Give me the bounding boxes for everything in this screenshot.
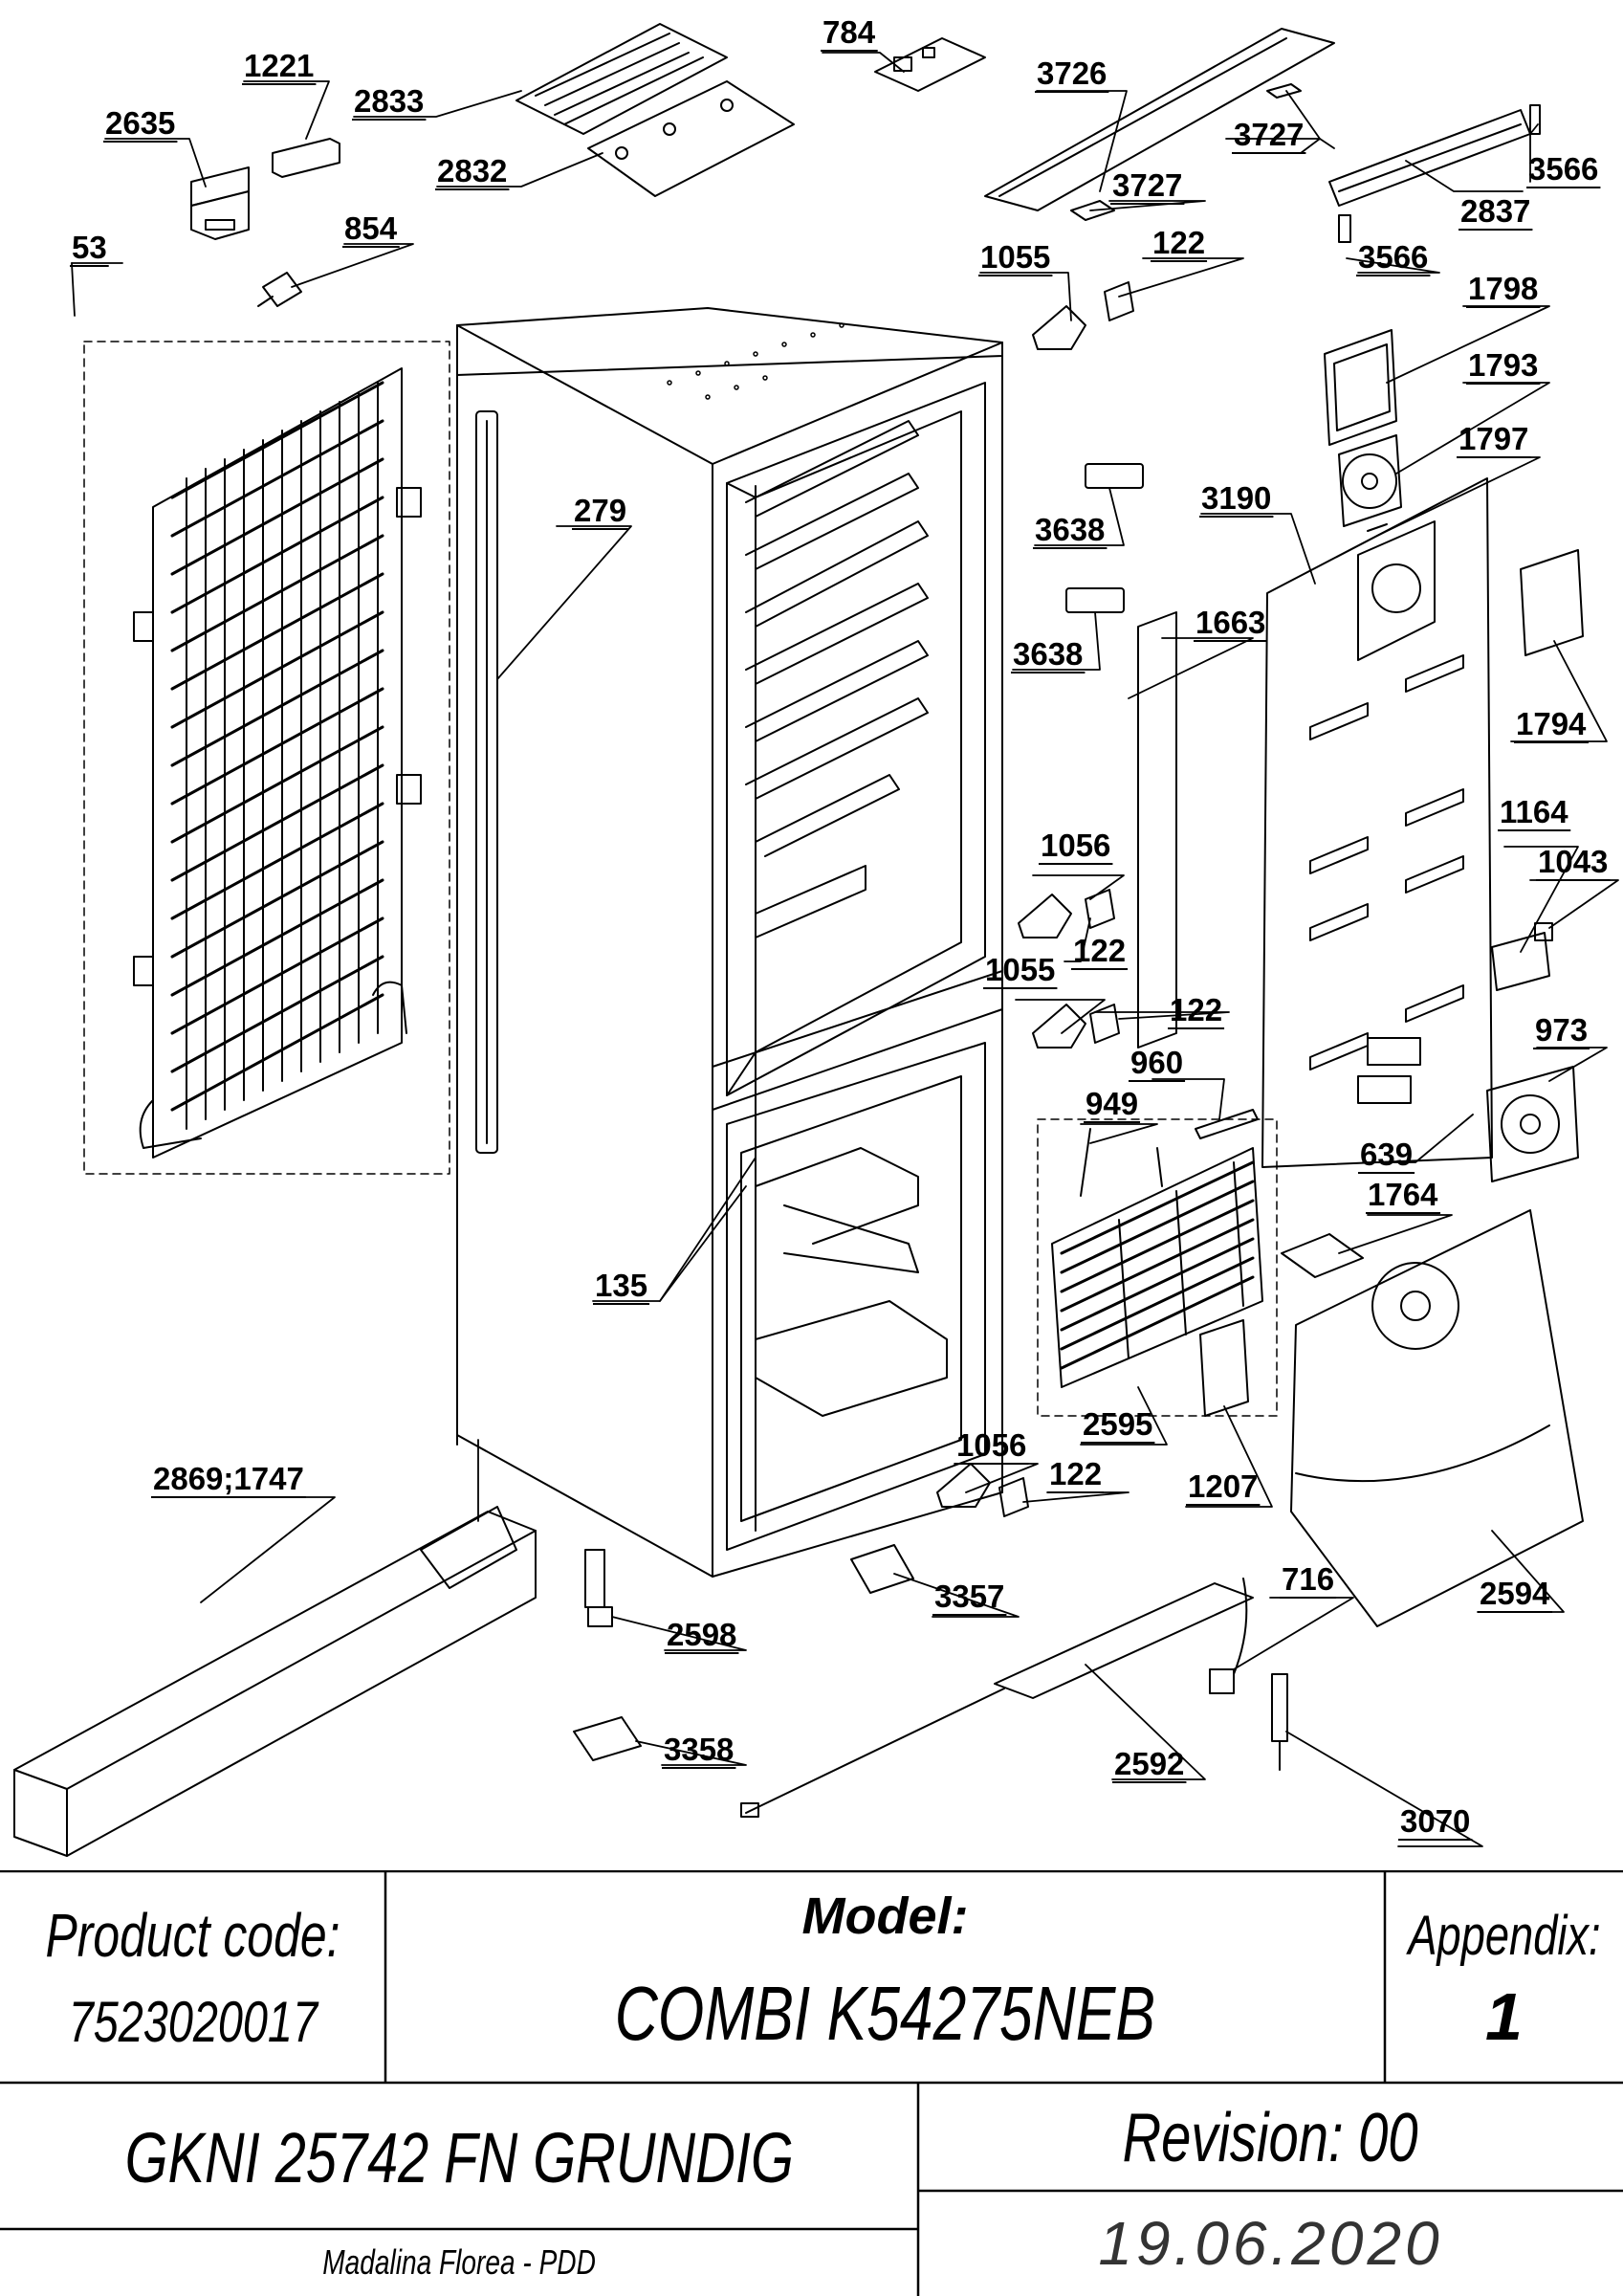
part-label-1055-lower: 1055 [985,952,1055,987]
cover-1794 [1520,549,1584,656]
condenser-53 [83,341,450,1175]
wire-716 [1209,1578,1248,1694]
part-label-1056-upper: 1056 [1041,828,1110,863]
revision-date: 19.06.2020 [1098,2209,1443,2278]
heater-1207 [1199,1319,1249,1417]
sensor-1797 [1367,523,1388,532]
part-label-3638-upper: 3638 [1035,512,1105,547]
part-label-1798: 1798 [1468,271,1538,306]
fan-1793 [1338,434,1402,527]
part-label-3358: 3358 [664,1732,734,1767]
part-label-2594: 2594 [1480,1576,1550,1611]
top-cover-2833 [515,23,728,135]
product-code-label: Product code: [45,1901,340,1970]
label-1764 [1281,1233,1364,1278]
title-block: Product code: 7523020017 Model: COMBI K5… [0,1870,1623,2296]
pad-3357 [850,1544,914,1594]
hinge-1055 [1032,281,1134,350]
part-label-639: 639 [1360,1137,1413,1172]
cabinet-body [456,307,1003,1578]
evaporator-2595 [1037,1118,1278,1417]
part-label-53: 53 [72,230,107,265]
frame-1798 [1324,329,1397,446]
exploded-view-diagram: 53 2635 1221 2833 2832 854 784 3726 3727… [13,14,1619,1857]
part-label-2635: 2635 [105,105,175,141]
part-label-122-mid: 122 [1073,933,1126,968]
label-1164 [1491,932,1550,991]
strip-1663 [1137,611,1177,1049]
part-label-854: 854 [344,210,398,246]
part-label-1794: 1794 [1516,706,1587,741]
part-label-973: 973 [1535,1012,1588,1048]
base-cover-2869 [13,1506,537,1857]
fan-973 [1486,1066,1579,1182]
part-label-122-lower: 122 [1170,992,1222,1027]
part-label-3566-top: 3566 [1528,151,1598,187]
model-value: COMBI K54275NEB [614,1971,1156,2056]
bracket-2598 [584,1549,613,1627]
part-label-1793: 1793 [1468,347,1538,383]
part-label-1164: 1164 [1500,794,1568,829]
hinge-1056-lower [936,1463,1029,1517]
part-label-2832: 2832 [437,153,507,188]
top-plate-2832 [587,80,795,197]
part-label-960: 960 [1130,1045,1183,1080]
back-panel-3190 [1261,477,1493,1168]
strip-960 [1195,1109,1259,1139]
part-1043 [1534,922,1553,941]
clip-3566 [1338,104,1541,243]
part-label-1055-top: 1055 [980,239,1050,275]
product-code-value: 7523020017 [68,1989,318,2054]
part-label-784: 784 [822,14,876,50]
appendix-value: 1 [1485,1979,1523,2054]
drip-tray-2592 [740,1582,1254,1818]
part-label-1056-lower: 1056 [956,1427,1026,1463]
part-label-949: 949 [1086,1086,1138,1121]
sensor-949 [1080,1128,1163,1197]
pin-854 [257,272,302,307]
part-label-3638-lower: 3638 [1013,636,1083,672]
part-label-1207: 1207 [1188,1468,1258,1504]
part-label-3727: 3727 [1112,167,1182,203]
pad-3358 [573,1716,642,1761]
product-name: GKNI 25742 FN GRUNDIG [124,2117,794,2197]
part-label-122-bottom: 122 [1049,1456,1102,1491]
part-label-1221: 1221 [244,48,314,83]
part-label-3357: 3357 [934,1578,1004,1614]
part-1221 [272,138,340,178]
hinge-1056-upper [1018,889,1115,938]
part-label-3070: 3070 [1400,1803,1470,1839]
part-label-2598: 2598 [667,1617,736,1652]
revision: Revision: 00 [1122,2100,1419,2176]
part-label-2869-1747: 2869;1747 [153,1461,304,1496]
part-label-279: 279 [574,493,626,528]
part-label-135: 135 [595,1268,647,1303]
pad-3727 [1070,83,1302,221]
part-label-3726: 3726 [1037,55,1107,91]
part-label-1797: 1797 [1459,421,1528,456]
part-label-1043: 1043 [1538,844,1608,879]
part-label-716: 716 [1282,1561,1334,1597]
part-label-122-top: 122 [1152,225,1205,260]
fan-cover-2594 [1290,1209,1584,1627]
part-label-1663: 1663 [1195,605,1265,640]
hinge-2635 [190,166,250,240]
part-label-3727-top: 3727 [1234,117,1304,152]
part-label-3566: 3566 [1358,239,1428,275]
rail-3726 [984,28,1335,211]
part-label-2833: 2833 [354,83,424,119]
part-label-1764: 1764 [1368,1177,1438,1212]
author: Madalina Florea - PDD [322,2242,596,2282]
part-label-2837: 2837 [1460,193,1530,229]
part-3070 [1271,1673,1288,1771]
title-block-grid [0,1870,1623,2296]
part-label-3190: 3190 [1201,480,1271,516]
part-label-2595: 2595 [1083,1406,1152,1442]
part-label-2592: 2592 [1114,1746,1184,1781]
hinge-1055-lower [1032,1004,1120,1049]
appendix-label: Appendix: [1407,1904,1601,1967]
model-label: Model: [801,1888,969,1945]
pcb-784 [874,37,986,92]
